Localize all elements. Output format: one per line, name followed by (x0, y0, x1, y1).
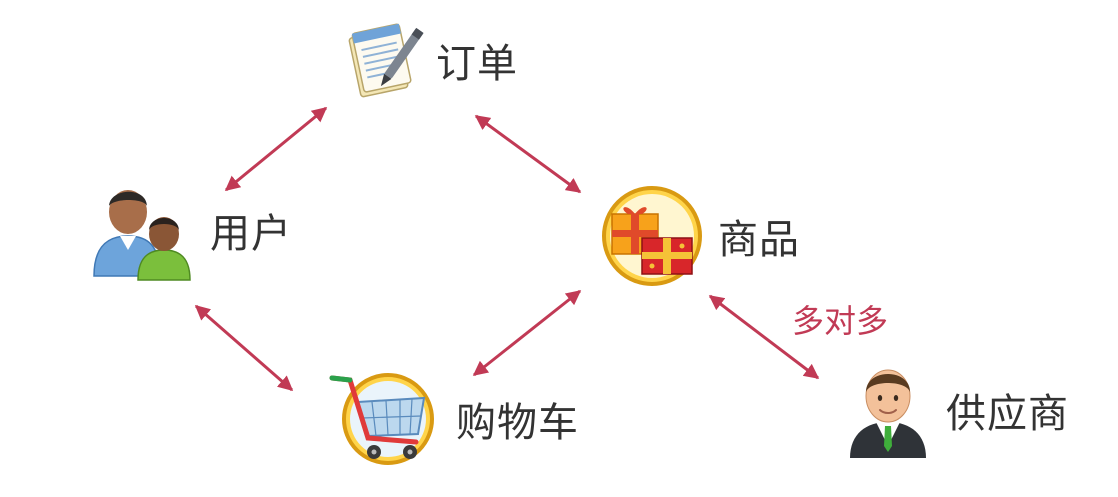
arrow-order-product (476, 116, 580, 192)
node-label: 商品 (718, 207, 800, 265)
node-supplier: 供应商 (846, 360, 1069, 460)
node-label: 订单 (436, 31, 518, 89)
gift-box-icon (600, 184, 704, 288)
node-user: 用户 (88, 178, 292, 282)
node-order: 订单 (340, 18, 518, 102)
node-product: 商品 (600, 184, 800, 288)
users-icon (88, 178, 194, 282)
node-label: 用户 (210, 201, 292, 259)
relation-label-product-supplier: 多对多 (792, 296, 888, 342)
shopping-cart-icon (328, 372, 438, 466)
node-cart: 购物车 (328, 372, 579, 466)
document-pen-icon (340, 18, 424, 102)
node-label: 购物车 (456, 390, 579, 448)
node-label: 供应商 (946, 381, 1069, 439)
arrow-user-cart (196, 306, 292, 390)
businessman-icon (846, 360, 930, 460)
arrow-cart-product (474, 291, 580, 375)
